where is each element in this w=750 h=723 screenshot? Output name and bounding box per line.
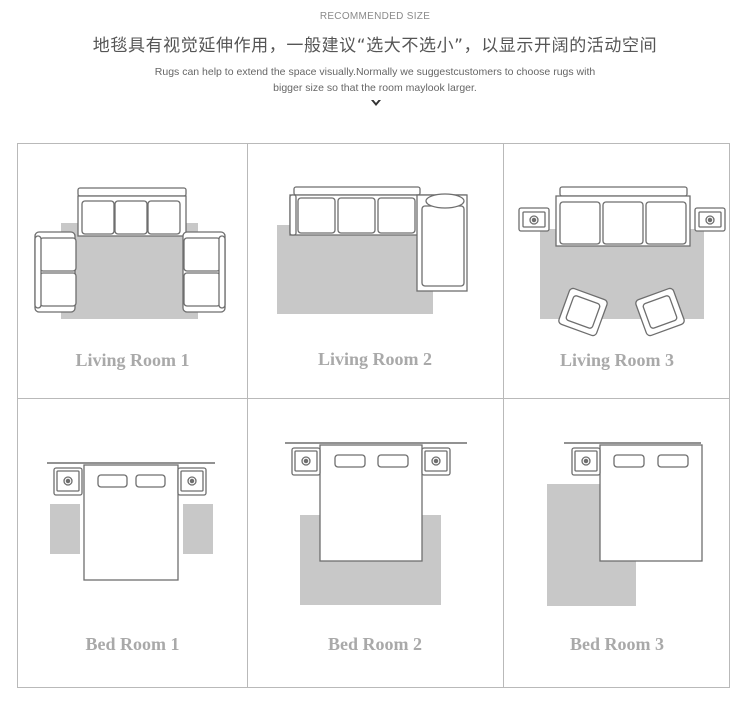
nightstand-left [291, 447, 321, 476]
room-card-bed-3: Bed Room 3 [503, 398, 731, 688]
bed [83, 464, 179, 581]
bed-room-1-diagram [47, 462, 215, 581]
bed-room-2-diagram [285, 442, 467, 605]
sofa-top [77, 187, 187, 237]
bed-room-3-diagram [547, 442, 703, 606]
room-card-bed-2: Bed Room 2 [247, 398, 503, 688]
grid-divider [503, 144, 504, 687]
room-label: Living Room 3 [559, 350, 674, 370]
room-label: Bed Room 3 [570, 634, 664, 654]
sofa-left [34, 231, 77, 313]
living-room-3-diagram [518, 186, 726, 337]
description: Rugs can help to extend the space visual… [125, 64, 625, 96]
room-label: Living Room 2 [317, 349, 432, 369]
living-room-2-diagram [277, 186, 468, 314]
armchair-left [558, 287, 608, 337]
side-table-right [694, 207, 726, 232]
room-label: Living Room 1 [75, 350, 190, 370]
bed [599, 444, 703, 562]
room-card-living-3: Living Room 3 [503, 144, 731, 398]
room-card-living-2: Living Room 2 [247, 144, 503, 398]
room-card-bed-1: Bed Room 1 [18, 398, 247, 688]
nightstand-left [571, 447, 601, 476]
grid-divider [18, 398, 729, 399]
sofa [555, 186, 691, 247]
room-label: Bed Room 2 [328, 634, 422, 654]
description-line-1: Rugs can help to extend the space visual… [154, 66, 596, 78]
rug-right [183, 504, 213, 554]
grid-divider [247, 144, 248, 687]
sectional-sofa [289, 186, 468, 292]
room-label: Bed Room 1 [85, 634, 180, 654]
rug-left [50, 504, 80, 554]
side-table-left [518, 207, 550, 232]
nightstand-right [177, 467, 207, 496]
room-grid: Living Room 1 Living Room 2 [17, 143, 730, 688]
page-title: 地毯具有视觉延伸作用，一般建议“选大不选小”，以显示开阔的活动空间 [92, 36, 658, 56]
description-line-2: bigger size so that the room maylook lar… [273, 82, 477, 94]
living-room-1-diagram [34, 187, 226, 319]
rug [61, 223, 198, 319]
room-card-living-1: Living Room 1 [18, 144, 247, 398]
section-kicker: RECOMMENDED SIZE [319, 11, 431, 22]
armchair-right [635, 287, 685, 337]
bed [319, 444, 423, 562]
nightstand-left [53, 467, 83, 496]
rug [277, 225, 433, 314]
sofa-right [182, 231, 226, 313]
chevron-down-icon [371, 100, 381, 106]
nightstand-right [421, 447, 451, 476]
